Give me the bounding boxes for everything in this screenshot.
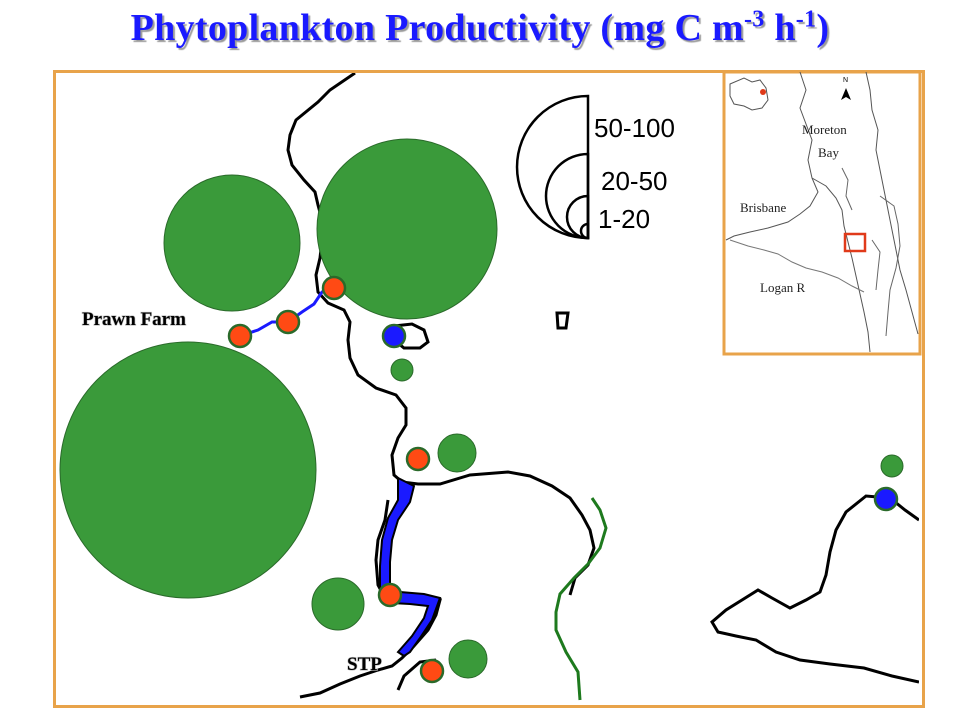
inset-river [729, 239, 865, 293]
inset-study-area-marker [843, 232, 867, 253]
north-letter: N [843, 77, 848, 84]
productivity-circle [448, 639, 488, 679]
site-marker-orange[interactable] [321, 275, 347, 301]
inset-islands [841, 167, 901, 337]
legend-semicircle-tiny [579, 222, 590, 240]
legend-semicircle-medium [544, 152, 590, 240]
north-arrow-icon [841, 88, 851, 100]
productivity-circles [59, 138, 904, 679]
coastline-main [286, 73, 596, 596]
inset-label-bay: Bay [818, 145, 839, 160]
productivity-circle [59, 341, 317, 599]
productivity-circle [437, 433, 477, 473]
site-marker-blue[interactable] [873, 486, 899, 512]
productivity-circle [311, 577, 365, 631]
legend-label-large: 50-100 [594, 113, 675, 143]
river-channel [379, 476, 442, 658]
inset-label-moreton: Moreton [802, 122, 847, 137]
legend-label-medium: 20-50 [601, 166, 668, 196]
location-dot [760, 89, 766, 95]
sampling-sites [227, 275, 899, 684]
productivity-circle [880, 454, 904, 478]
islet-small [555, 311, 570, 330]
site-marker-orange[interactable] [377, 582, 403, 608]
site-marker-orange[interactable] [405, 446, 431, 472]
legend-semicircle-small [565, 194, 590, 240]
green-boundary [554, 497, 608, 701]
map-frame [53, 70, 925, 708]
legend-label-small: 1-20 [598, 204, 650, 234]
site-marker-orange[interactable] [275, 309, 301, 335]
page-title: Phytoplankton Productivity (mg C m-3 h-1… [130, 6, 830, 49]
australia-outline [729, 77, 769, 111]
site-marker-orange[interactable] [419, 658, 445, 684]
coastline-lower [299, 499, 442, 699]
site-marker-orange[interactable] [227, 323, 253, 349]
legend-semicircle-large [515, 94, 590, 240]
label-stp: STP [347, 654, 382, 675]
inset-label-brisbane: Brisbane [740, 200, 786, 215]
coastline-east [710, 494, 919, 684]
inset-frame [722, 70, 922, 356]
inset-map: N Moreton Bay Brisbane Logan R [722, 70, 922, 356]
productivity-circle [316, 138, 498, 320]
label-prawn-farm: Prawn Farm [82, 309, 186, 330]
productivity-circle [390, 358, 414, 382]
productivity-circle [163, 174, 301, 312]
inset-label-logan: Logan R [760, 280, 805, 295]
site-marker-blue[interactable] [381, 323, 407, 349]
legend: 50-100 20-50 1-20 [515, 94, 675, 240]
